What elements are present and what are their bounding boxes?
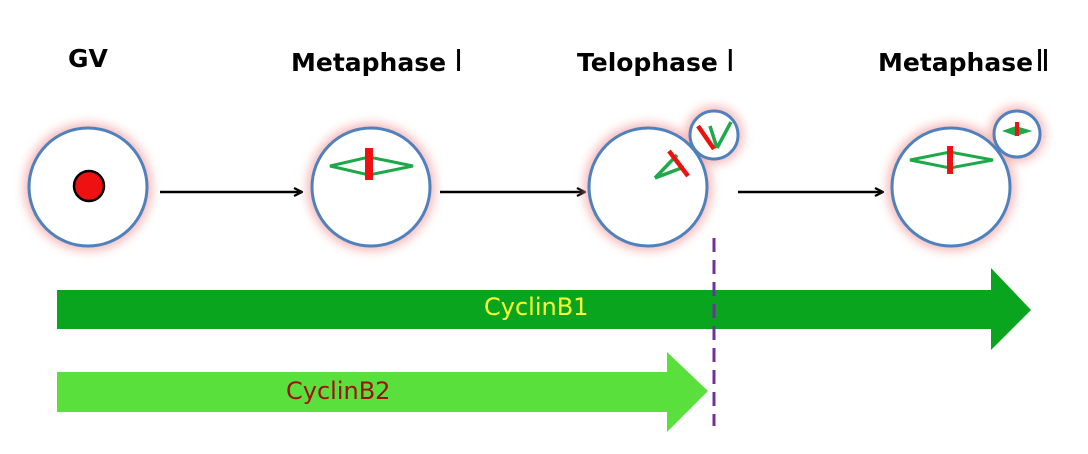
cell-membrane: [890, 126, 1012, 248]
stage-name: GV: [68, 44, 108, 73]
polar-chromosomes: [696, 124, 716, 151]
spindle: [329, 155, 414, 177]
polar-chromosomes: [1015, 122, 1019, 136]
cyclinb1-label: CyclinB1: [484, 293, 589, 321]
cell-membrane: [310, 126, 432, 248]
polar-spindle: [708, 121, 733, 149]
stage-name: Metaphase: [878, 48, 1034, 77]
cyclinb2-label: CyclinB2: [286, 377, 391, 405]
cell-metaphase-2: [887, 106, 1045, 251]
germinal-vesicle: [72, 169, 106, 203]
cell-telophase-1: [584, 106, 743, 251]
cell-membrane: [587, 126, 709, 248]
stage-numeral: Ⅰ: [454, 45, 463, 78]
stage-label-gv: GV: [68, 44, 108, 73]
stage-name: Telophase: [577, 48, 718, 77]
cell-gv: [24, 123, 152, 251]
chromosomes: [947, 146, 953, 174]
stage-label-metaphase-2: MetaphaseⅡ: [878, 44, 1050, 79]
cyclinb2-bar: [57, 352, 708, 432]
chromosomes: [667, 149, 690, 178]
stage-numeral: Ⅰ: [725, 45, 735, 78]
chromosomes: [365, 148, 373, 180]
cell-metaphase-1: [307, 123, 435, 251]
cyclinb1-bar: [57, 268, 1031, 350]
spindle: [909, 150, 994, 170]
stage-numeral: Ⅱ: [1035, 45, 1050, 78]
stage-name: Metaphase: [291, 48, 447, 77]
